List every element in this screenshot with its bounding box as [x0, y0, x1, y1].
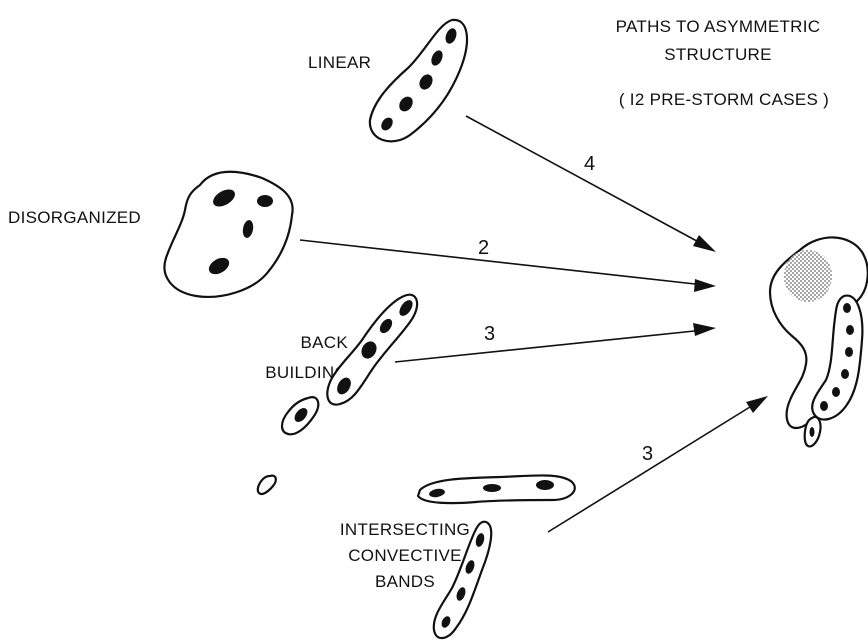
spiral-band-cell	[841, 369, 849, 379]
spiral-band-cell	[845, 347, 853, 357]
disorganized-cell	[213, 189, 235, 207]
intersecting-count: 3	[642, 443, 653, 465]
back-building-structure: BACK BUILDING	[256, 293, 419, 496]
disorganized-arrow: 2	[299, 237, 716, 292]
disorganized-cell	[208, 257, 230, 275]
title-line-3: ( I2 PRE-STORM CASES )	[619, 90, 829, 109]
back-building-cell	[379, 318, 393, 334]
spiral-band-cell	[846, 325, 854, 335]
intersecting-bands-structure: INTERSECTING CONVECTIVE BANDS	[340, 474, 576, 640]
disorganized-count: 2	[478, 237, 489, 259]
linear-cell	[445, 28, 457, 44]
linear-structure: LINEAR	[308, 18, 468, 143]
title-line-2: STRUCTURE	[664, 45, 772, 64]
spiral-band-cell	[832, 387, 840, 397]
linear-cell	[399, 96, 413, 112]
intersecting-label-line2: CONVECTIVE	[348, 546, 462, 565]
title-line-1: PATHS TO ASYMMETRIC	[616, 17, 821, 36]
back-building-cell	[337, 377, 351, 395]
linear-cell	[419, 74, 433, 90]
linear-cell	[381, 117, 393, 131]
spiral-band-cell	[820, 401, 828, 411]
title-block: PATHS TO ASYMMETRIC STRUCTURE ( I2 PRE-S…	[616, 17, 829, 109]
back-building-arrow: 3	[394, 323, 716, 363]
back-building-cell	[294, 408, 308, 422]
disorganized-label: DISORGANIZED	[8, 208, 141, 227]
back-building-cell	[361, 341, 377, 359]
intersecting-arrow: 3	[547, 396, 768, 533]
back-building-label-line2: BUILDING	[265, 363, 348, 382]
vertical-band-cell	[465, 560, 475, 574]
horizontal-band-cell	[483, 484, 501, 492]
vertical-band-cell	[475, 533, 485, 547]
shaded-core	[784, 250, 832, 302]
back-building-label-line1: BACK	[301, 333, 349, 352]
spiral-band-cell	[843, 303, 851, 313]
disorganized-cell	[242, 220, 254, 238]
isolated-cell	[809, 427, 815, 437]
asymmetric-structure	[768, 236, 868, 448]
linear-label: LINEAR	[308, 53, 371, 72]
disorganized-structure: DISORGANIZED	[8, 170, 294, 298]
vertical-band-cell	[441, 616, 451, 628]
vertical-band-cell	[456, 587, 466, 601]
back-building-small-cell-outline	[256, 474, 277, 496]
disorganized-cell	[257, 195, 273, 207]
horizontal-band-cell	[536, 480, 554, 490]
vertical-band-outline	[432, 520, 493, 640]
linear-count: 4	[584, 153, 595, 175]
back-building-cell	[399, 300, 413, 316]
back-building-count: 3	[484, 323, 495, 345]
horizontal-band-cell	[429, 488, 445, 498]
intersecting-label-line1: INTERSECTING	[340, 520, 470, 539]
linear-cell	[431, 50, 443, 66]
linear-arrow: 4	[465, 115, 716, 252]
linear-band-outline	[368, 18, 468, 143]
intersecting-label-line3: BANDS	[375, 572, 435, 591]
